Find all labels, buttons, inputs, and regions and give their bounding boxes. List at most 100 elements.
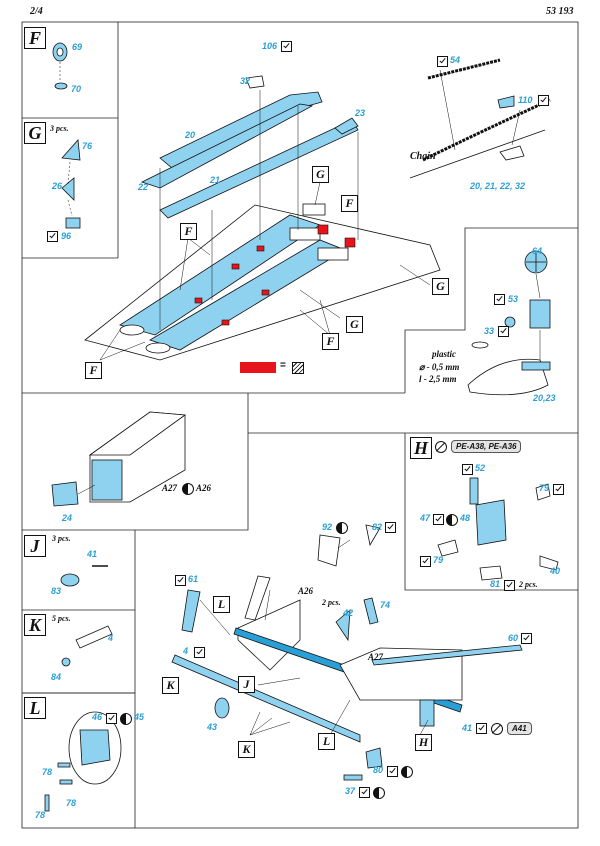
callout-g: G <box>346 316 363 333</box>
part-83: 83 <box>51 586 62 596</box>
section-label-h: H <box>410 437 432 459</box>
part-4: 4 <box>108 633 114 643</box>
part-21: 21 <box>210 175 221 185</box>
callout-k: K <box>238 741 255 758</box>
callout-f: F <box>322 333 339 350</box>
glue-icon <box>373 787 385 799</box>
part-60: 60 <box>508 633 519 643</box>
check-icon <box>420 556 431 567</box>
plastic-diameter: ⌀ - 0,5 mm <box>419 362 460 372</box>
glue-icon <box>401 766 413 778</box>
part-92: 92 <box>322 522 333 532</box>
part-37: 37 <box>345 786 356 796</box>
part-52: 52 <box>475 463 486 473</box>
check-icon <box>359 787 370 798</box>
part-82: 82 <box>372 522 383 532</box>
glue-icon <box>120 713 132 725</box>
part-20: 20 <box>185 130 196 140</box>
section-label-f: F <box>24 27 46 49</box>
part-79: 79 <box>433 555 444 565</box>
check-icon <box>433 514 444 525</box>
chain-label: Chain <box>410 151 436 162</box>
callout-f: F <box>341 195 358 212</box>
check-icon <box>281 41 292 52</box>
part-81: 81 <box>490 579 501 589</box>
qty-g: 3 pcs. <box>50 124 69 133</box>
qty-j: 3 pcs. <box>52 534 71 543</box>
callout-j: J <box>238 676 255 693</box>
part-70: 70 <box>71 84 82 94</box>
part-78: 78 <box>42 767 53 777</box>
part-42: 42 <box>343 608 354 618</box>
check-icon <box>47 231 58 242</box>
callout-f: F <box>180 223 197 240</box>
callout-f: F <box>85 362 102 379</box>
section-label-g: G <box>24 122 46 144</box>
callout-h: H <box>415 734 432 751</box>
check-icon <box>387 766 398 777</box>
kit-code: 53 193 <box>546 6 574 17</box>
part-64: 64 <box>532 246 543 256</box>
part-48: 48 <box>460 513 471 523</box>
ref-a26: A26 <box>298 586 314 596</box>
check-icon <box>437 56 448 67</box>
part-76: 76 <box>82 141 93 151</box>
part-24: 24 <box>62 513 73 523</box>
part-4: 4 <box>183 646 189 656</box>
part-43: 43 <box>207 722 218 732</box>
callout-g: G <box>312 166 329 183</box>
part-45: 45 <box>134 712 145 722</box>
part-74: 74 <box>380 600 391 610</box>
part-96: 96 <box>61 231 72 241</box>
section-label-k: K <box>24 614 46 636</box>
no-plastic-icon <box>435 441 447 453</box>
section-label-j: J <box>24 535 46 557</box>
check-icon <box>106 713 117 724</box>
qty-42: 2 pcs. <box>322 598 341 607</box>
part-46: 46 <box>92 712 103 722</box>
part-54: 54 <box>450 55 461 65</box>
part-79: 79 <box>539 483 550 493</box>
part-41: 41 <box>87 549 98 559</box>
part-80: 80 <box>373 765 384 775</box>
check-icon <box>194 647 205 658</box>
part-33: 33 <box>484 326 495 336</box>
callout-l: L <box>213 596 230 613</box>
check-icon <box>494 294 505 305</box>
ref-pe-a38-a36: PE-A38, PE-A36 <box>451 440 522 453</box>
callout-g: G <box>432 278 449 295</box>
no-plastic-icon <box>491 723 503 735</box>
part-41: 41 <box>462 723 473 733</box>
ref-a41: A41 <box>507 722 532 735</box>
part-20-23: 20,23 <box>533 393 556 403</box>
equals-sign: = <box>280 360 286 371</box>
check-icon <box>175 575 186 586</box>
ref-a26: A26 <box>196 483 212 493</box>
plastic-label: plastic <box>432 349 456 359</box>
check-icon <box>504 580 515 591</box>
plastic-length: l - 2,5 mm <box>419 374 457 384</box>
callout-l: L <box>318 733 335 750</box>
check-icon <box>538 95 549 106</box>
part-22: 22 <box>138 182 149 192</box>
part-32: 32 <box>240 76 251 86</box>
glue-icon <box>336 522 348 534</box>
page-number: 2/4 <box>30 6 43 17</box>
ref-a27: A27 <box>368 652 384 662</box>
part-47: 47 <box>420 513 431 523</box>
part-110: 110 <box>518 95 533 105</box>
qty-k: 5 pcs. <box>52 614 71 623</box>
paint-hatch-icon <box>292 362 304 374</box>
glue-icon <box>446 514 458 526</box>
check-icon <box>498 326 509 337</box>
part-61: 61 <box>188 574 199 584</box>
check-icon <box>385 522 396 533</box>
qty-81: 2 pcs. <box>519 580 538 589</box>
glue-icon <box>182 483 194 495</box>
check-icon <box>462 464 473 475</box>
part-106: 106 <box>262 41 278 51</box>
red-paint-swatch <box>240 362 276 373</box>
part-23: 23 <box>355 108 366 118</box>
part-78: 78 <box>35 810 46 820</box>
